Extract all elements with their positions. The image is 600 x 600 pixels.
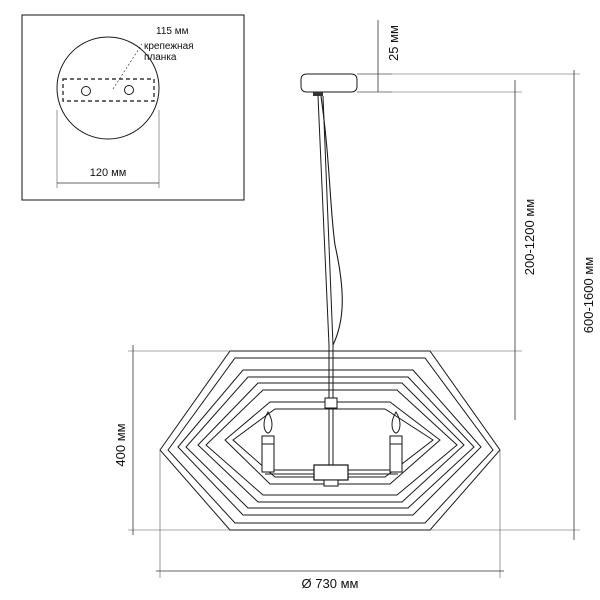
dim-body-height: 400 мм [113, 345, 230, 535]
plate-name-line2: планка [144, 52, 177, 63]
total-height-label: 600-1600 мм [581, 257, 596, 333]
power-cable [320, 95, 343, 346]
mounting-hole-left [81, 86, 91, 96]
canopy-diameter-label: 120 мм [90, 167, 127, 179]
stem-collar [324, 397, 338, 409]
candle-left-body [261, 435, 275, 473]
ceiling-canopy [300, 73, 358, 93]
candle-left [261, 411, 275, 473]
dim-canopy-height: 25 мм [357, 20, 401, 93]
plate-name-line1: крепежная [144, 41, 194, 52]
hex-frame-second-inner [185, 376, 475, 509]
mounting-inset: 115 мм крепежная планка 120 мм [21, 14, 245, 201]
canopy-top-view [56, 36, 160, 140]
suspension-rod-left [317, 95, 330, 346]
dim-rod-length: 200-1200 мм [357, 80, 537, 420]
body-height-label: 400 мм [113, 423, 128, 466]
candle-left-flame [263, 411, 273, 434]
hex-frame-third [197, 382, 465, 503]
hex-frame-inner [224, 401, 441, 485]
inset-frame [21, 14, 245, 201]
mounting-plate [62, 78, 155, 102]
candle-right [389, 411, 403, 473]
canopy-height-label: 25 мм [386, 25, 401, 61]
hex-frame-inner-inner [232, 408, 434, 478]
dim-total-height: 600-1600 мм [357, 70, 596, 540]
center-finial [323, 479, 339, 487]
center-hub [313, 464, 349, 481]
suspension-rod-right [322, 95, 334, 346]
rod-length-label: 200-1200 мм [522, 199, 537, 275]
hex-frame-second [177, 369, 482, 516]
dim-diameter: Ø 730 мм [156, 450, 504, 591]
plate-leader-line [112, 43, 143, 90]
plate-width-label: 115 мм [156, 26, 189, 37]
candle-right-body [389, 435, 403, 473]
diameter-label: Ø 730 мм [302, 576, 359, 591]
hex-frame-third-inner [205, 389, 458, 496]
mounting-hole-right [124, 85, 134, 95]
candle-right-flame [391, 411, 401, 434]
hex-frame-outer-inner [167, 357, 494, 524]
canopy-clamp [313, 92, 323, 96]
